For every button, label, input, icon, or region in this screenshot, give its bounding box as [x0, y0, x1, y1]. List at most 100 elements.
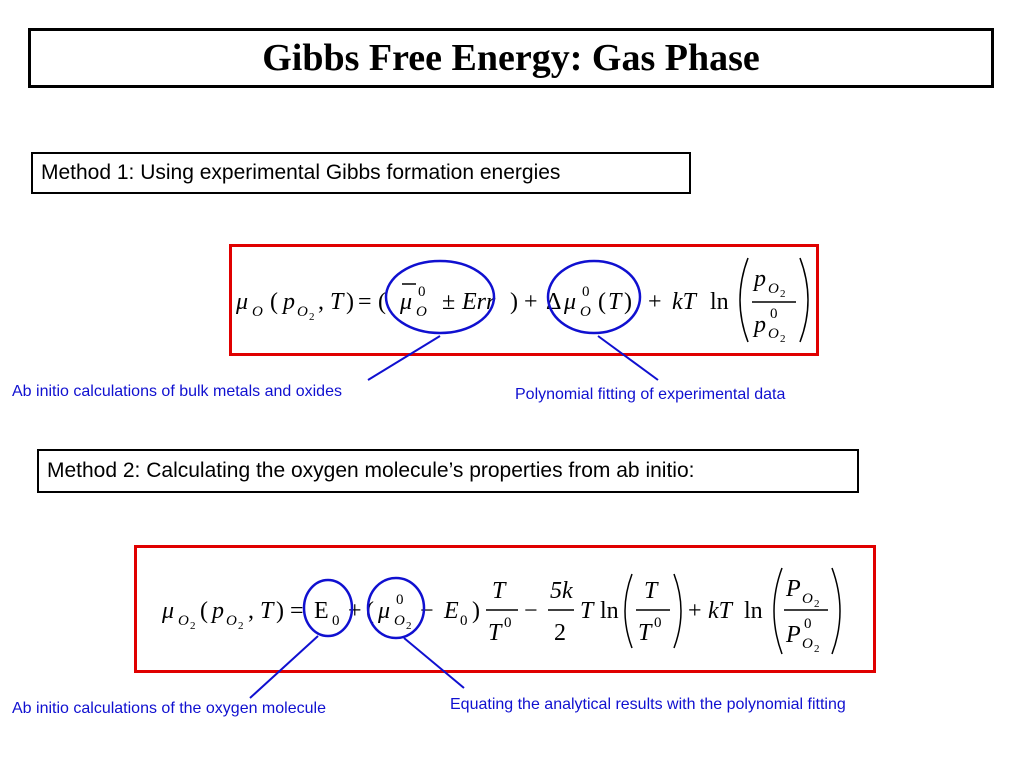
- eq1-mu2-sub: O: [580, 304, 591, 320]
- eq2-frac2-num: 5k: [550, 578, 573, 604]
- eq2-ln1: ln: [600, 598, 619, 624]
- eq2-t: T: [260, 598, 275, 624]
- eq2-frac3-den: T: [638, 620, 653, 646]
- eq1-p-sub-o: O: [297, 304, 308, 320]
- eq2-mu: μ: [161, 598, 174, 624]
- eq1-pointer-left: [367, 335, 441, 381]
- eq2-plus2: +: [688, 598, 702, 624]
- eq2-frac4-num-sub2: 2: [814, 598, 820, 610]
- eq2-pointer-left: [249, 635, 319, 699]
- eq2-p-sub: O: [226, 613, 237, 629]
- eq2-comma: ,: [248, 598, 254, 624]
- eq2-frac1-den: T: [488, 620, 503, 646]
- eq2-bigparen2-left: [773, 567, 783, 655]
- eq2-paren2-open: (: [366, 598, 374, 624]
- eq2-bigparen1-left: [624, 573, 633, 649]
- method1-label: Method 1: Using experimental Gibbs forma…: [41, 161, 561, 184]
- eq1-mu2: μ: [563, 289, 576, 315]
- eq1-bigparen-right: [799, 257, 809, 343]
- eq2-p-sub2: 2: [238, 620, 244, 632]
- eq1-frac-den-p: p: [752, 312, 766, 338]
- eq2-frac4-num-p: P: [785, 576, 801, 602]
- eq2-e0: E: [314, 598, 329, 624]
- eq1-frac-num-sub2: 2: [780, 288, 786, 300]
- eq2-frac4-den-p: P: [785, 622, 801, 648]
- eq1-bigparen-left: [739, 257, 749, 343]
- eq2-kt: kT: [708, 598, 734, 624]
- eq2-t2: T: [580, 598, 595, 624]
- eq2-pointer-right: [403, 637, 465, 689]
- eq2-mu0-sub2: 2: [406, 620, 412, 632]
- eq2-mu0: μ: [377, 598, 390, 624]
- eq2-frac4-den-sup: 0: [804, 616, 812, 632]
- eq1-frac-den-sup: 0: [770, 306, 778, 322]
- equation1-frame: [229, 244, 819, 356]
- eq2-mu0-sup: 0: [396, 592, 404, 608]
- eq1-mu: μ: [235, 289, 248, 315]
- eq2-e0b: E: [443, 598, 459, 624]
- eq1-frac-den-sub: O: [768, 326, 779, 342]
- eq2-minus2: −: [524, 598, 538, 624]
- eq1-pm: ±: [442, 289, 455, 315]
- eq1-frac-num-sub: O: [768, 281, 779, 297]
- eq2-frac1-num: T: [492, 578, 507, 604]
- eq1-mubar: μ: [399, 289, 412, 315]
- eq2-frac3-num: T: [644, 578, 659, 604]
- annotation-equating-results: Equating the analytical results with the…: [450, 696, 846, 713]
- eq1-t2: T: [608, 289, 623, 315]
- eq1-comma: ,: [318, 289, 324, 315]
- eq2-bigparen2-right: [831, 567, 841, 655]
- eq2-frac4-num-sub: O: [802, 591, 813, 607]
- eq2-mu0-sub: O: [394, 613, 405, 629]
- eq1-mubar-sub: O: [416, 304, 427, 320]
- eq2-frac1-den-sup: 0: [504, 615, 512, 631]
- eq1-paren-close: ): [346, 289, 354, 315]
- eq1-paren3-close: ): [624, 289, 632, 315]
- eq2-e0b-sub: 0: [460, 613, 468, 629]
- eq2-mu-sub2: 2: [190, 620, 196, 632]
- eq1-paren3-open: (: [598, 289, 606, 315]
- eq1-paren2-open: (: [378, 289, 386, 315]
- eq1-equals: =: [358, 289, 372, 315]
- annotation-oxygen-molecule: Ab initio calculations of the oxygen mol…: [12, 700, 326, 717]
- eq1-p-sub-2: 2: [309, 311, 315, 323]
- eq2-equals: =: [290, 598, 304, 624]
- eq2-p: p: [210, 598, 224, 624]
- eq1-paren2-close: ): [510, 289, 518, 315]
- eq2-bigparen1-right: [673, 573, 682, 649]
- eq2-frac4-den-sub2: 2: [814, 643, 820, 655]
- eq1-plus2: +: [648, 289, 662, 315]
- eq2-paren-open: (: [200, 598, 208, 624]
- annotation-polynomial-fitting: Polynomial fitting of experimental data: [515, 386, 786, 403]
- eq2-frac2-den: 2: [554, 620, 566, 646]
- eq1-ln: ln: [710, 289, 729, 315]
- eq1-paren-open: (: [270, 289, 278, 315]
- eq2-ln2: ln: [744, 598, 763, 624]
- eq2-paren2-close: ): [472, 598, 480, 624]
- equation2-frame: [134, 545, 876, 673]
- eq1-ellipse-left: [384, 259, 496, 335]
- title-box: Gibbs Free Energy: Gas Phase: [28, 28, 994, 88]
- eq1-frac-num-p: p: [752, 266, 766, 292]
- page-title: Gibbs Free Energy: Gas Phase: [262, 37, 760, 79]
- eq2-frac4-den-sub: O: [802, 636, 813, 652]
- method2-label: Method 2: Calculating the oxygen molecul…: [47, 459, 695, 482]
- method1-box: Method 1: Using experimental Gibbs forma…: [31, 152, 691, 194]
- eq1-plus1: +: [524, 289, 538, 315]
- eq1-pointer-right: [597, 335, 659, 381]
- eq2-e0-sub: 0: [332, 613, 340, 629]
- equation2: μ O 2 ( p O 2 , T ) = E 0 + ( μ 0 O 2 − …: [161, 567, 841, 655]
- eq1-kt: kT: [672, 289, 698, 315]
- method2-box: Method 2: Calculating the oxygen molecul…: [37, 449, 859, 493]
- eq1-t: T: [330, 289, 345, 315]
- eq2-paren-close: ): [276, 598, 284, 624]
- eq2-mu-sub: O: [178, 613, 189, 629]
- eq2-ellipse-right: [366, 576, 426, 640]
- eq1-ellipse-right: [546, 259, 642, 335]
- eq1-sub-o: O: [252, 304, 263, 320]
- eq1-frac-den-sub2: 2: [780, 333, 786, 345]
- annotation-bulk-metals: Ab initio calculations of bulk metals an…: [12, 383, 342, 400]
- eq1-mu2-sup: 0: [582, 284, 590, 300]
- equation1: μ O ( p O 2 , T ) = ( μ 0 O ± Err ) + Δ …: [235, 257, 809, 345]
